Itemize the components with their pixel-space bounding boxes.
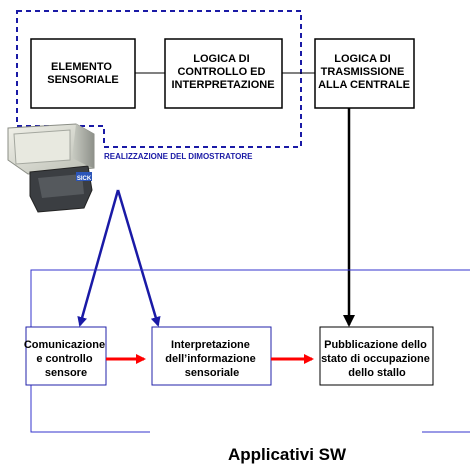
control-logic-label: LOGICA DI CONTROLLO ED INTERPRETAZIONE — [171, 53, 274, 91]
laser-scanner-device: SICK — [7, 123, 95, 213]
publication-block — [319, 326, 434, 386]
communication-block — [25, 326, 107, 386]
interpretation-block — [151, 326, 272, 386]
communication-label: Comunicazione e controllo sensore — [24, 339, 108, 379]
demonstrator-caption: REALIZZAZIONE DEL DIMOSTRATORE — [104, 152, 253, 161]
sensor-element-label: ELEMENTO SENSORIALE — [47, 61, 119, 86]
transmission-logic-block — [314, 38, 415, 109]
interpretation-label: Interpretazione dell’informazione sensor… — [165, 339, 259, 379]
device-brand-label: SICK — [77, 176, 92, 182]
publication-label: Pubblicazione dello stato di occupazione… — [321, 339, 433, 379]
device-to-interpretation-arrow — [116, 189, 161, 327]
transmission-logic-label: LOGICA DI TRASMISSIONE ALLA CENTRALE — [318, 53, 410, 91]
control-logic-block — [164, 38, 283, 109]
demonstrator-boundary — [16, 10, 302, 148]
sw-region-label: Applicativi SW — [228, 445, 347, 464]
device-to-communication-arrow — [77, 189, 120, 327]
